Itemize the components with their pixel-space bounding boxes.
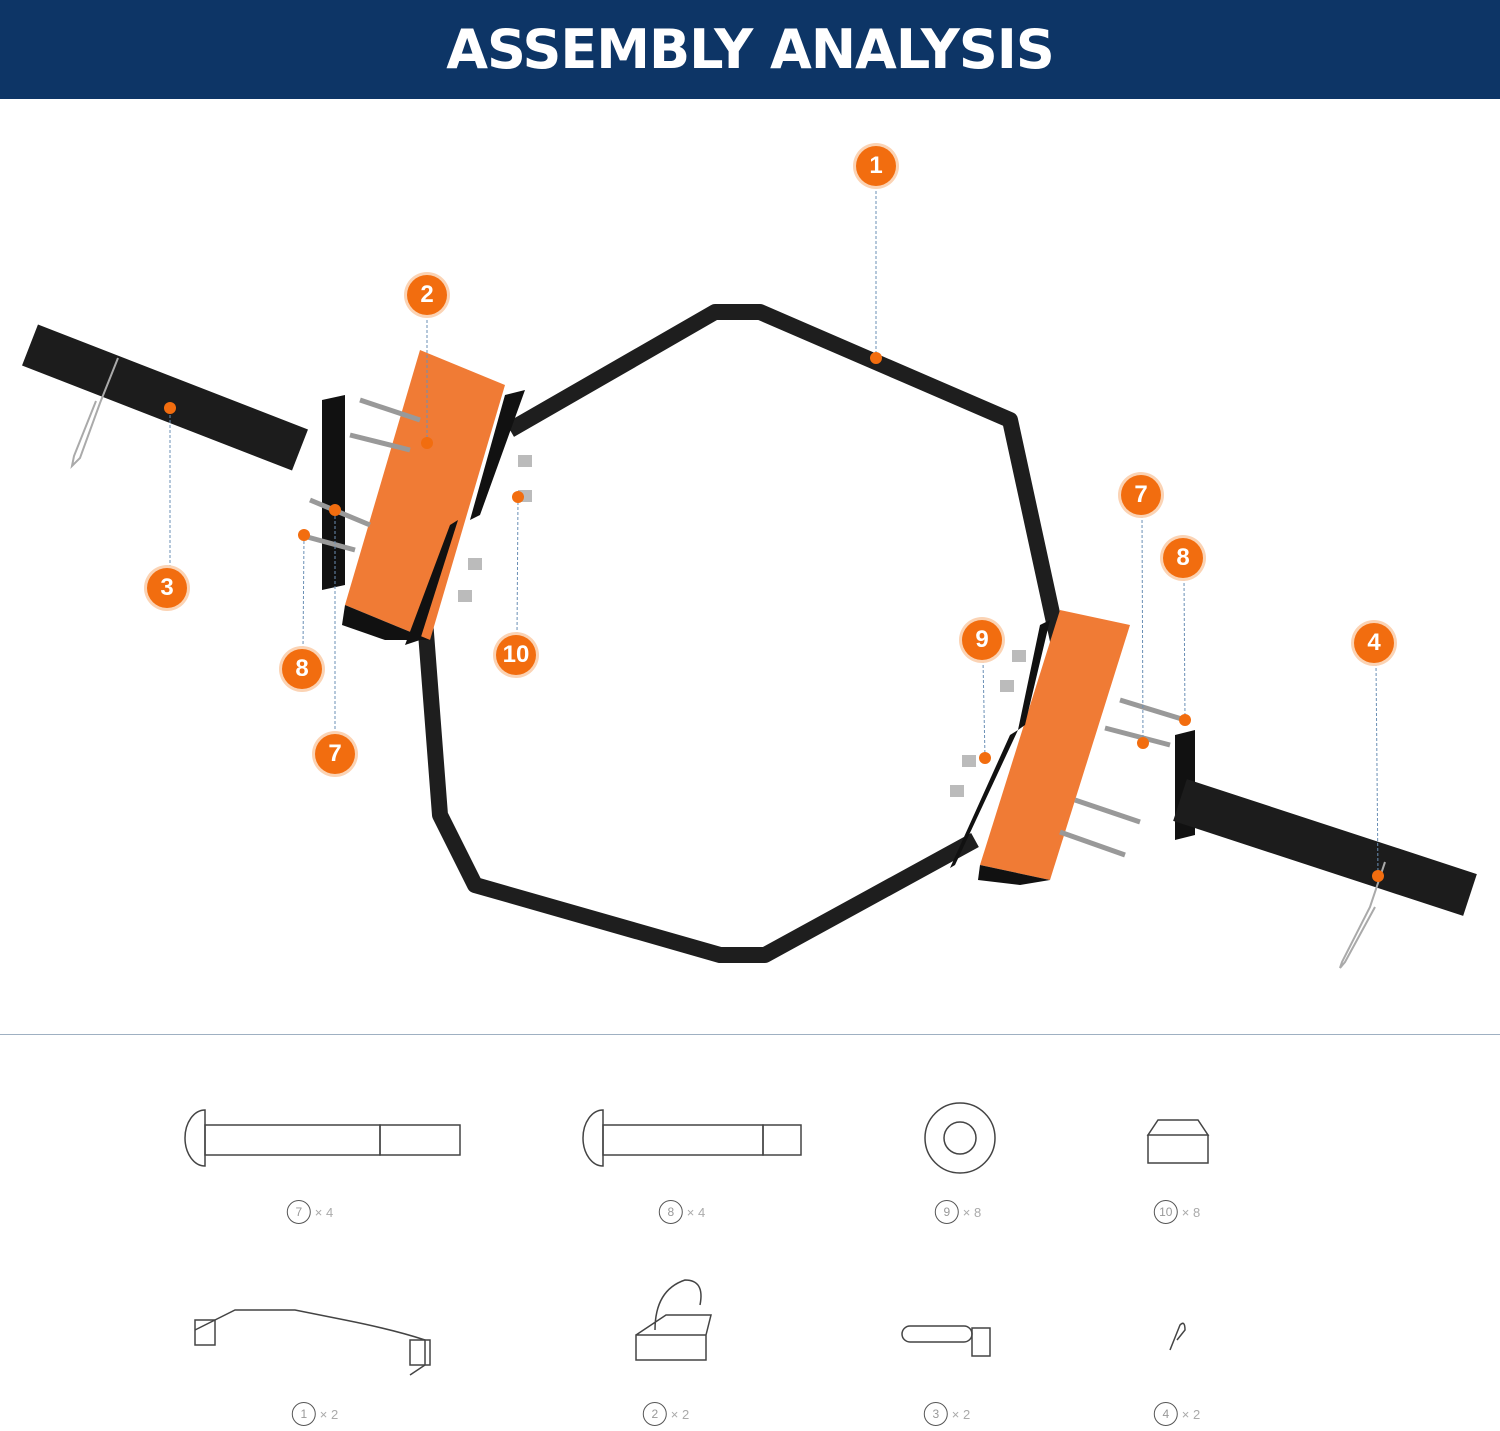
- hex-bar-frame-lower: [417, 619, 979, 963]
- callout-2: 2: [407, 275, 447, 315]
- page-title: ASSEMBLY ANALYSIS: [446, 18, 1055, 81]
- left-plate: [322, 395, 345, 590]
- part-number: 7: [286, 1200, 311, 1224]
- part-number: 2: [642, 1402, 667, 1426]
- part-qty: × 4: [686, 1204, 706, 1220]
- right-handle: [980, 610, 1130, 880]
- part-washer-icon: [924, 1102, 996, 1174]
- part-number: 8: [658, 1200, 683, 1224]
- callout-7-left: 7: [315, 734, 355, 774]
- part-qty: × 2: [670, 1406, 690, 1422]
- part-qty: × 8: [962, 1204, 982, 1220]
- part-qty: × 2: [1181, 1406, 1201, 1422]
- part-2-quantity: 2× 2: [642, 1402, 690, 1426]
- part-8-quantity: 8× 4: [658, 1200, 706, 1224]
- right-sleeve: [1173, 779, 1477, 916]
- part-qty: × 4: [314, 1204, 334, 1220]
- part-number: 3: [923, 1402, 948, 1426]
- part-clip-icon: [1169, 1322, 1186, 1351]
- part-qty: × 2: [951, 1406, 971, 1422]
- left-handle: [345, 350, 505, 640]
- callout-8-left: 8: [282, 649, 322, 689]
- part-10-quantity: 10× 8: [1153, 1200, 1201, 1224]
- part-number: 9: [934, 1200, 959, 1224]
- hex-bar-frame: [506, 304, 1068, 652]
- part-7-quantity: 7× 4: [286, 1200, 334, 1224]
- part-number: 1: [291, 1402, 316, 1426]
- part-nut-icon: [1146, 1119, 1210, 1164]
- part-qty: × 8: [1181, 1204, 1201, 1220]
- callout-9: 9: [962, 620, 1002, 660]
- callout-8-right: 8: [1163, 538, 1203, 578]
- part-3-quantity: 3× 2: [923, 1402, 971, 1426]
- part-qty: × 2: [319, 1406, 339, 1422]
- part-1-quantity: 1× 2: [291, 1402, 339, 1426]
- left-spring-clip: [70, 357, 119, 470]
- part-handle-icon: [635, 1279, 712, 1361]
- part-9-quantity: 9× 8: [934, 1200, 982, 1224]
- part-bolt-long-icon: [184, 1109, 461, 1167]
- part-number: 10: [1153, 1200, 1178, 1224]
- part-frame-icon: [194, 1309, 431, 1376]
- section-divider: [0, 1034, 1500, 1035]
- callout-10: 10: [496, 635, 536, 675]
- part-bolt-short-icon: [582, 1109, 802, 1167]
- callout-1: 1: [856, 146, 896, 186]
- callout-4: 4: [1354, 623, 1394, 663]
- left-sleeve: [22, 324, 308, 471]
- part-number: 4: [1153, 1402, 1178, 1426]
- callout-3: 3: [147, 568, 187, 608]
- right-spring-clip: [1339, 861, 1386, 969]
- callout-7-right: 7: [1121, 475, 1161, 515]
- part-4-quantity: 4× 2: [1153, 1402, 1201, 1426]
- part-sleeve-icon: [901, 1325, 991, 1357]
- header-banner: ASSEMBLY ANALYSIS: [0, 0, 1500, 99]
